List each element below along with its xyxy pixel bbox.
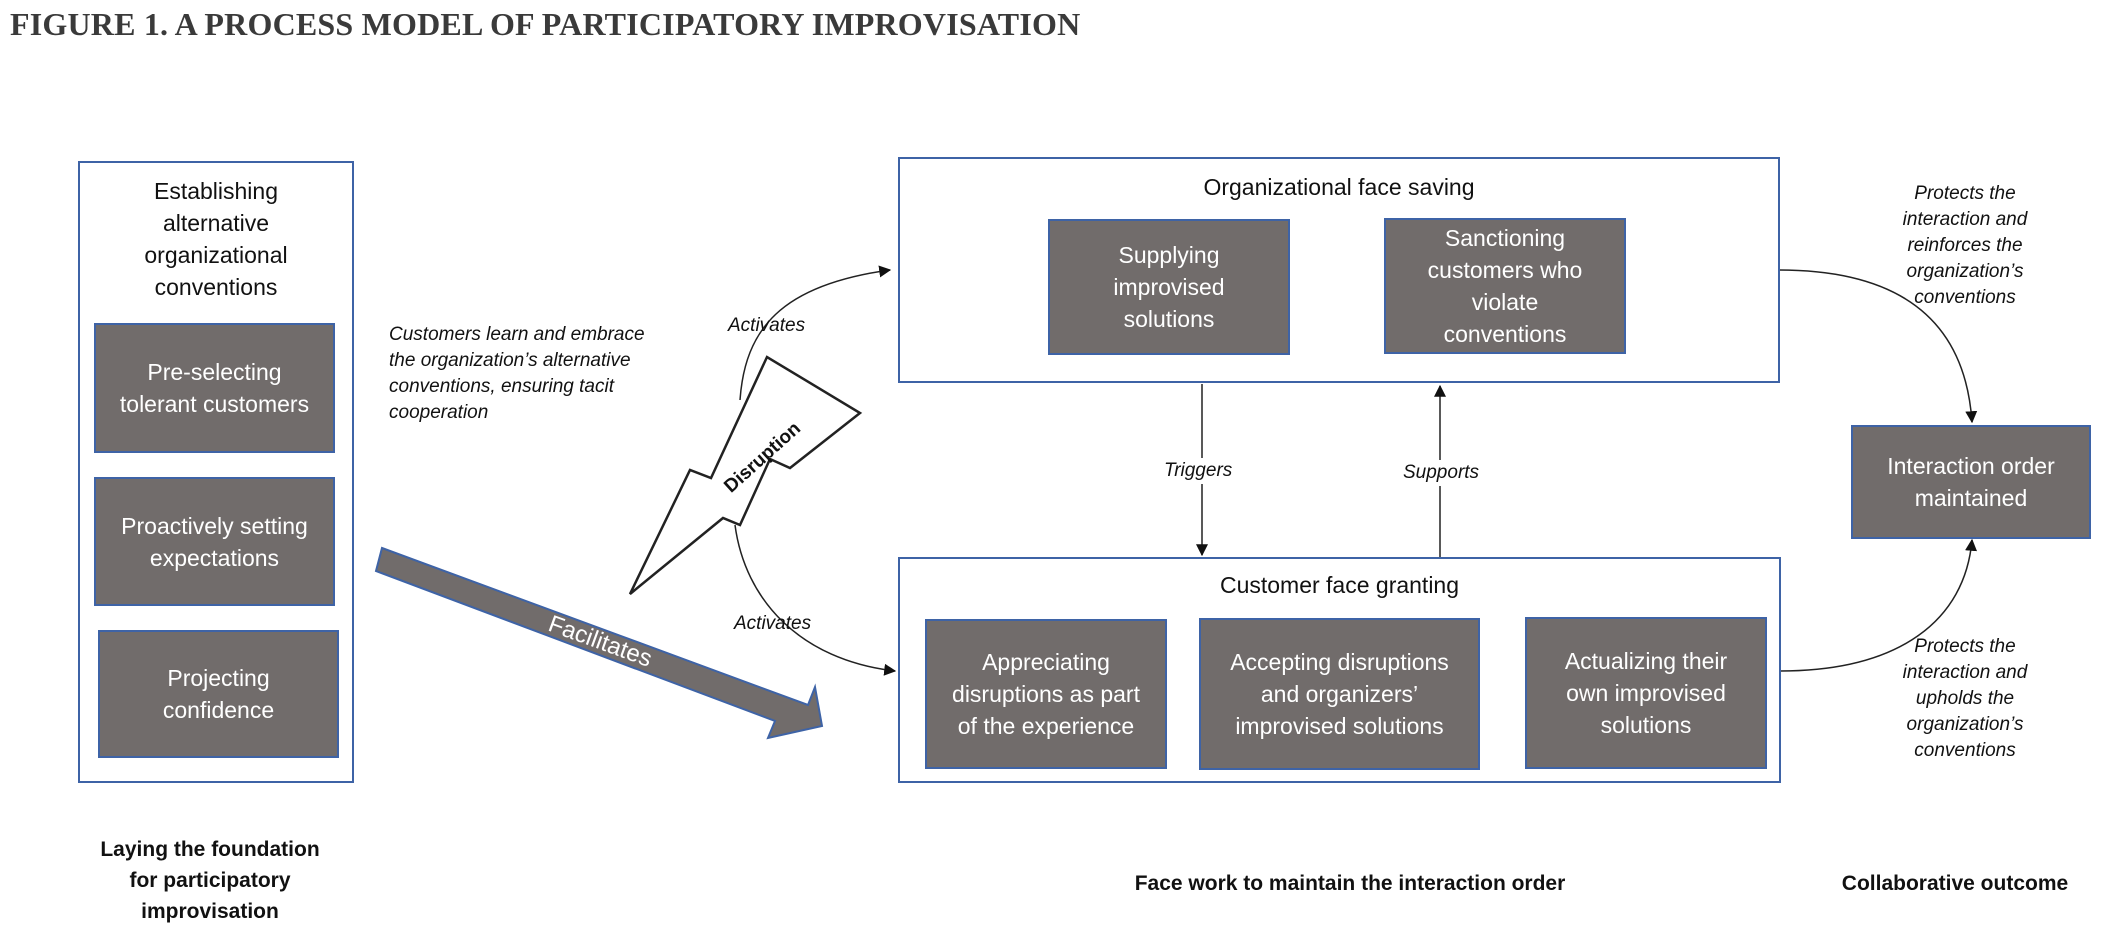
interaction-order-box: Interaction order maintained (1851, 425, 2091, 539)
face-granting-item-actualizing: Actualizing their own improvised solutio… (1525, 617, 1767, 769)
face-saving-frame: Organizational face saving (898, 157, 1780, 383)
foundation-item-projecting-confidence: Projecting confidence (98, 630, 339, 758)
face-work-footer: Face work to maintain the interaction or… (1134, 872, 1566, 895)
face-saving-item-sanctioning: Sanctioning customers who violate conven… (1384, 218, 1626, 354)
face-granting-item-label: Actualizing their own improvised solutio… (1564, 648, 1728, 738)
face-saving-item-label: Supplying improvised solutions (1113, 242, 1225, 332)
customers-learn-text: Customers learn and embrace the organiza… (389, 324, 645, 423)
facilitates-arrow (374, 546, 824, 740)
face-saving-title: Organizational face saving (1203, 174, 1475, 200)
face-granting-item-label: Accepting disruptions and organizers’ im… (1230, 649, 1449, 739)
protects-top-text: Protects the interaction and reinforces … (1902, 183, 2028, 308)
activates-top-curve (739, 265, 892, 401)
protects-bottom-text: Protects the interaction and upholds the… (1902, 636, 2028, 761)
foundation-item-preselecting: Pre-selecting tolerant customers (94, 323, 335, 453)
triggers-label: Triggers (1162, 458, 1235, 484)
face-saving-item-label: Sanctioning customers who violate conven… (1427, 225, 1583, 347)
figure-title: FIGURE 1. A PROCESS MODEL OF PARTICIPATO… (10, 6, 1081, 42)
foundation-item-setting-expectations: Proactively setting expectations (94, 477, 335, 606)
protects-top-curve (1778, 269, 1978, 424)
protects-bottom-curve (1779, 538, 1978, 672)
face-granting-title: Customer face granting (1219, 572, 1460, 598)
face-saving-item-supplying: Supplying improvised solutions (1048, 219, 1290, 355)
face-granting-item-accepting: Accepting disruptions and organizers’ im… (1199, 618, 1480, 770)
interaction-order-label: Interaction order maintained (1887, 453, 2055, 511)
foundation-title: Establishing alternative organizational … (144, 178, 288, 300)
foundation-item-label: Pre-selecting tolerant customers (119, 359, 310, 417)
foundation-footer: Laying the foundation for participatory … (100, 838, 320, 923)
foundation-item-label: Projecting confidence (162, 665, 275, 723)
disruption-bolt (628, 355, 863, 595)
face-granting-item-label: Appreciating disruptions as part of the … (952, 649, 1140, 739)
activates-bottom-curve (734, 524, 897, 676)
activates-top-label: Activates (728, 315, 806, 336)
foundation-item-label: Proactively setting expectations (121, 512, 308, 571)
activates-bottom-label: Activates (734, 613, 812, 634)
face-granting-item-appreciating: Appreciating disruptions as part of the … (925, 619, 1167, 769)
supports-label: Supports (1401, 460, 1482, 486)
outcome-footer: Collaborative outcome (1841, 872, 2069, 895)
